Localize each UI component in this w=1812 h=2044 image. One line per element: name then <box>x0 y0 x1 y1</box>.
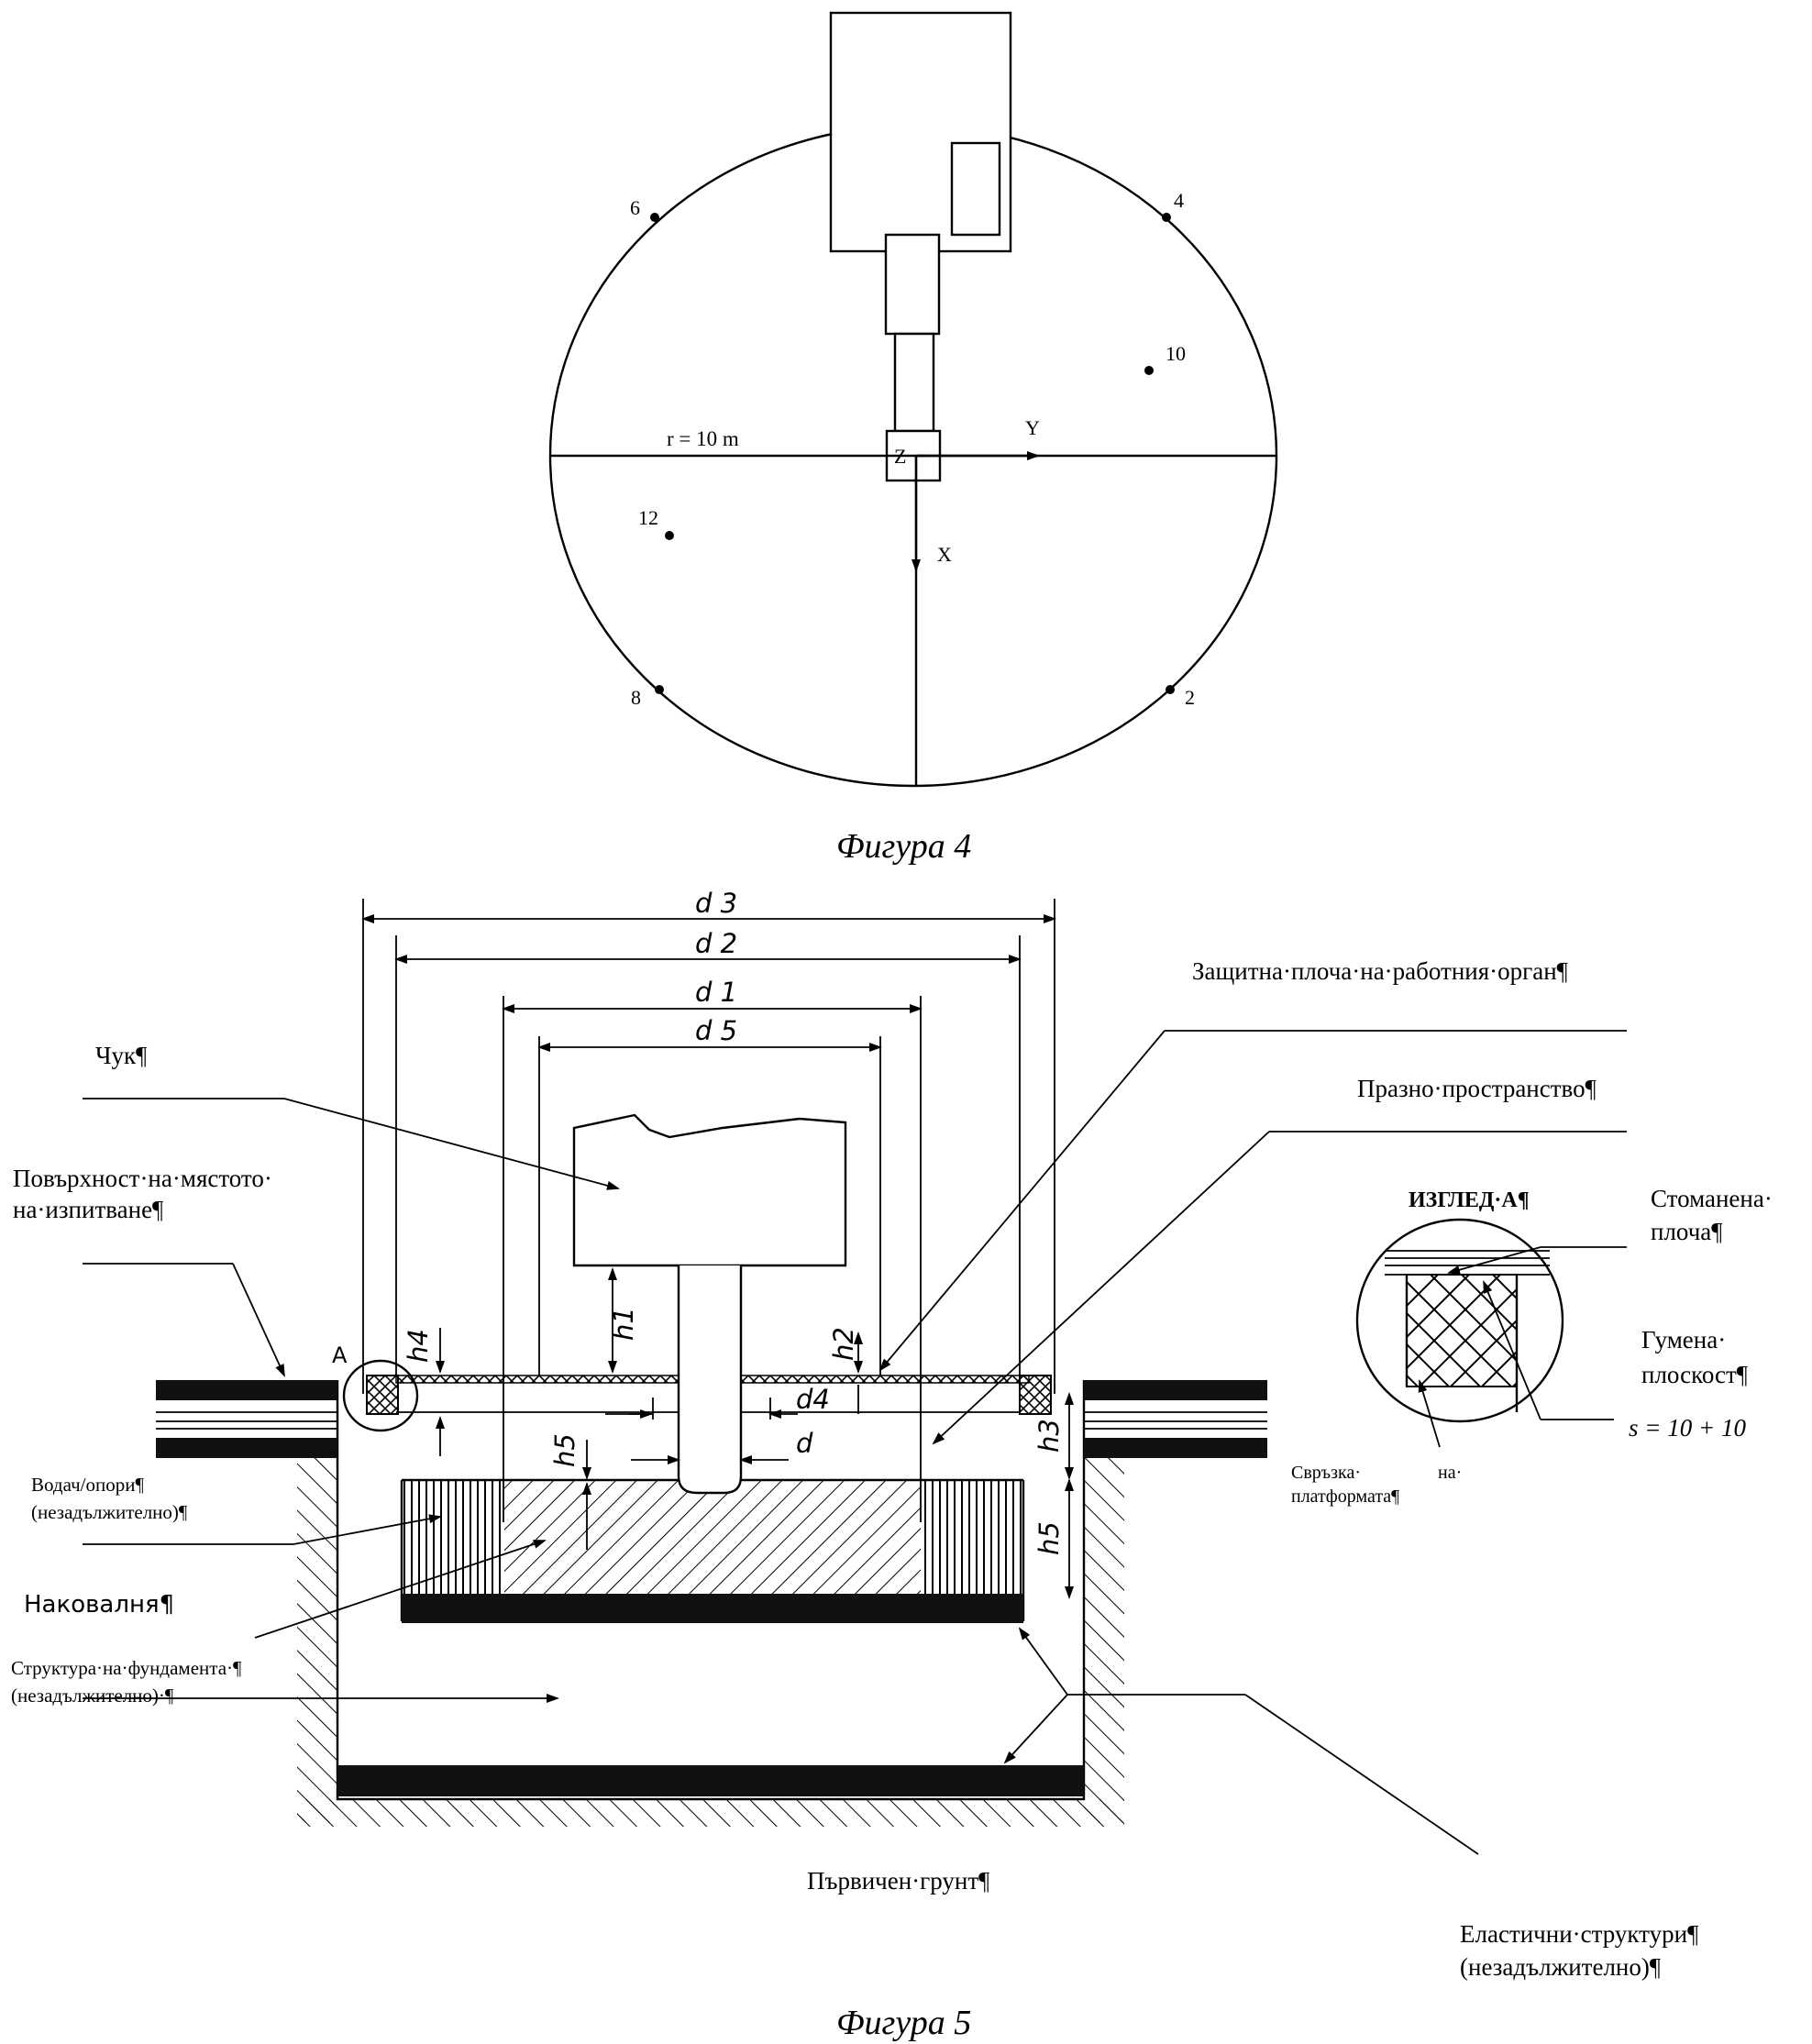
label-guide: Водач/опори¶ <box>31 1474 144 1496</box>
test-site-surface-left <box>156 1380 337 1458</box>
dim-d2: d 2 <box>695 928 737 959</box>
label-foundation: Структура·на·фундамента·¶ <box>11 1657 242 1679</box>
dim-d5: d 5 <box>695 1015 737 1046</box>
machine-boom-2 <box>893 332 935 433</box>
label-bond-1: Свръзка· <box>1291 1463 1361 1483</box>
label-protective-plate: Защитна·плоча·на·работния·орган¶ <box>1192 957 1568 985</box>
test-site-surface-right <box>1084 1380 1267 1458</box>
label-hammer: Чук¶ <box>95 1042 147 1069</box>
point-2 <box>1166 685 1175 694</box>
pit-wall <box>336 1438 1086 1801</box>
detail-a-marker: A <box>332 1342 348 1368</box>
x-axis-label: X <box>937 543 952 566</box>
label-steel-plate-2: плоча¶ <box>1651 1218 1723 1245</box>
figure-4: Y X Z r = 10 m 6 4 10 12 8 2 Фигура 4 <box>548 11 1278 866</box>
dim-h2: h2 <box>828 1327 859 1361</box>
dim-h3: h3 <box>1033 1419 1065 1453</box>
machine-cab <box>950 141 1001 237</box>
dim-d4: d4 <box>796 1384 830 1415</box>
point-8-label: 8 <box>631 686 641 709</box>
radius-label: r = 10 m <box>667 427 739 450</box>
dim-h1: h1 <box>608 1307 639 1341</box>
label-anvil: Наковалня¶ <box>24 1591 174 1619</box>
label-rubber-2: плоскост¶ <box>1641 1361 1748 1388</box>
z-axis-label: Z <box>894 445 906 468</box>
plate-edge-left <box>366 1375 399 1415</box>
label-view-a: ИЗГЛЕД·А¶ <box>1409 1188 1530 1212</box>
label-foundation-2: (незадължително)·¶ <box>11 1685 174 1707</box>
figure-5-caption: Фигура 5 <box>836 2004 971 2042</box>
guide-supports-right <box>921 1480 1023 1594</box>
point-6-label: 6 <box>630 196 640 219</box>
figure-4-caption: Фигура 4 <box>836 827 971 866</box>
label-test-surface: Повърхност·на·мястото· <box>13 1165 272 1192</box>
label-rubber: Гумена· <box>1641 1326 1726 1353</box>
dim-h5-left: h5 <box>549 1433 580 1467</box>
extension-lines <box>362 899 1055 1522</box>
point-6 <box>650 213 659 222</box>
label-elastic-2: (незадължително)¶ <box>1460 1953 1661 1981</box>
label-primary-soil: Първичен·грунт¶ <box>807 1867 989 1895</box>
point-4 <box>1162 213 1171 222</box>
dim-h4: h4 <box>403 1329 434 1363</box>
dim-d1: d 1 <box>695 977 737 1008</box>
point-4-label: 4 <box>1174 189 1184 212</box>
label-elastic: Еластични·структури¶ <box>1460 1920 1698 1948</box>
leader-lines <box>83 1030 1627 1855</box>
point-10-label: 10 <box>1166 342 1186 365</box>
point-12 <box>665 531 674 540</box>
machine-boom-1 <box>884 233 941 336</box>
dimension-arrows <box>361 914 1074 1599</box>
label-bond-1b: на· <box>1438 1463 1462 1483</box>
soil-hatching <box>297 1438 1124 1827</box>
view-a-detail <box>1355 1218 1627 1448</box>
label-steel-plate: Стоманена· <box>1651 1185 1773 1212</box>
y-axis-label: Y <box>1025 416 1040 439</box>
figure-5: d 3 d 2 d 1 d 5 d4 d h1 h2 h4 h3 h5 h5 A <box>11 888 1773 2042</box>
label-s-value: s = 10 + 10 <box>1629 1414 1746 1442</box>
anvil <box>504 1480 921 1594</box>
dim-d3: d 3 <box>695 888 737 919</box>
point-2-label: 2 <box>1185 686 1195 709</box>
plate-edge-right <box>1019 1375 1052 1415</box>
dim-d: d <box>796 1428 813 1459</box>
guide-supports-left <box>402 1480 504 1594</box>
hammer-shaft <box>677 1265 743 1495</box>
label-test-surface-2: на·изпитване¶ <box>13 1196 163 1223</box>
point-10 <box>1144 366 1154 375</box>
base-slab <box>337 1765 1084 1796</box>
foundation-slab <box>402 1594 1023 1623</box>
point-12-label: 12 <box>638 506 658 529</box>
label-bond-2: платформата¶ <box>1291 1486 1399 1507</box>
dim-h5-right: h5 <box>1033 1521 1065 1555</box>
detail-a-circle <box>342 1359 419 1432</box>
label-void: Празно·пространство¶ <box>1357 1075 1597 1102</box>
label-guide-2: (незадължително)¶ <box>31 1501 188 1523</box>
hammer-head <box>572 1113 847 1267</box>
point-8 <box>655 685 664 694</box>
